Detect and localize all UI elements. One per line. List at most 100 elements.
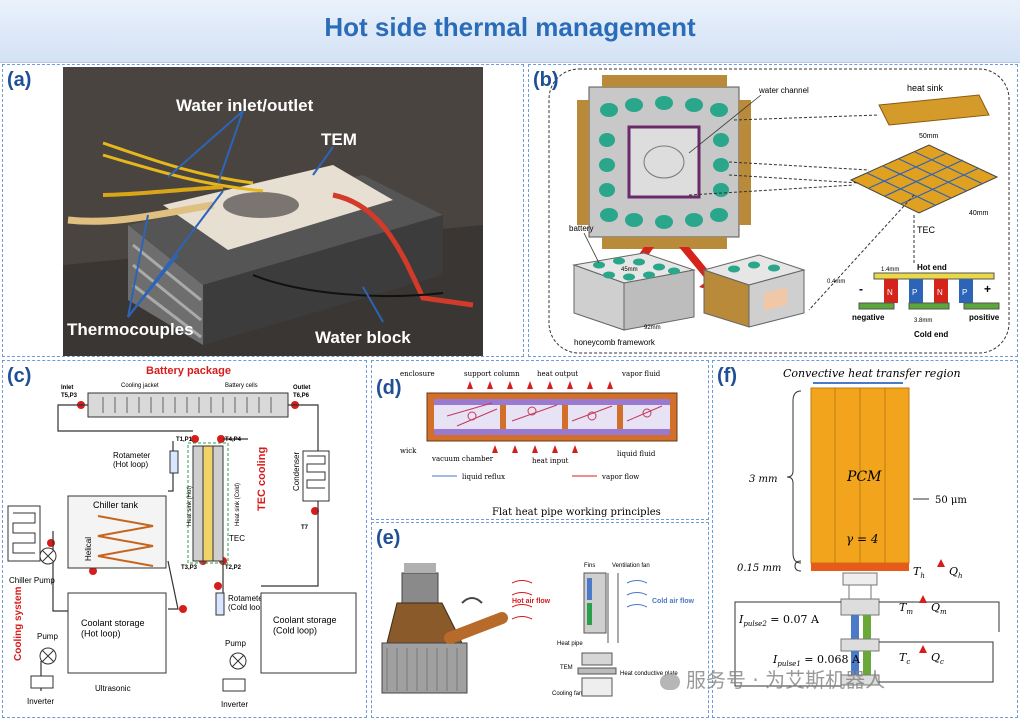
label-negative: negative: [852, 313, 885, 322]
label-cooling-fan: Cooling fan: [552, 691, 582, 697]
label-heat-pipe: Heat pipe: [557, 641, 583, 647]
label-region: Convective heat transfer region: [783, 367, 961, 380]
label-dim-3mm: 3 mm: [749, 474, 778, 485]
rotameter-hot: [169, 450, 179, 474]
device-top-block: [401, 572, 439, 604]
label-thermocouples: Thermocouples: [67, 320, 194, 339]
label-pcm: PCM: [846, 469, 882, 485]
label-t2p2: T2,P2: [225, 565, 242, 571]
heat-pipe-tube: [444, 612, 508, 644]
panel-a-photo: Water inlet/outlet TEM Thermocouples Wat…: [63, 67, 483, 356]
panel-d-label: (d): [376, 377, 402, 399]
label-honeycomb: honeycomb framework: [574, 338, 656, 347]
label-caption: Flat heat pipe working principles: [492, 507, 661, 518]
coolant-storage-hot: [67, 592, 167, 674]
label-water-channel: water channel: [758, 86, 809, 95]
label-hot-end: Hot end: [917, 263, 947, 272]
label-chiller-pump: Chiller Pump: [9, 576, 55, 585]
panel-a-label: (a): [7, 69, 32, 91]
coolant-storage-cold: [260, 592, 357, 674]
panel-e-diagram: Fins Ventilation fan Hot air flow Cold a…: [381, 563, 695, 697]
label-fins: Fins: [584, 563, 595, 569]
battery-cells-top: [599, 96, 729, 229]
label-coolant-hot: Coolant storage(Hot loop): [81, 618, 145, 638]
label-enclosure: enclosure: [400, 370, 435, 378]
label-pump1: Pump: [37, 632, 58, 641]
label-plus: +: [984, 282, 991, 296]
panel-e: Fins Ventilation fan Hot air flow Cold a…: [371, 522, 709, 718]
label-cooling-jacket: Cooling jacket: [121, 383, 159, 389]
panel-d-diagram: enclosure support column heat output vap…: [400, 370, 678, 518]
label-condenser: Condenser: [292, 452, 301, 491]
panel-d: enclosure support column heat output vap…: [371, 360, 709, 520]
label-rotameter-hot: Rotameter(Hot loop): [113, 451, 151, 469]
label-heat-sink-cold: Heat sink (Cold): [235, 483, 241, 526]
watermark-text: 服务号 · 为艾斯机器人: [686, 668, 886, 692]
panel-c-label: (c): [7, 365, 32, 387]
label-t3p3: T3,P3: [181, 565, 198, 571]
label-liquid-reflux: liquid reflux: [462, 473, 505, 481]
label-dim-04: 0.4mm: [827, 279, 845, 285]
label-tec-dim: 40mm: [969, 210, 989, 217]
label-tec-cooling: TEC cooling: [256, 447, 268, 511]
label-heat-output: heat output: [537, 370, 578, 378]
label-chiller-tank: Chiller tank: [93, 500, 139, 510]
label-coolant-cold: Coolant storage(Cold loop): [273, 615, 337, 635]
label-dim-50um: 50 μm: [935, 495, 967, 506]
panel-c-diagram: Battery package Cooling jacket Battery c…: [7, 365, 357, 709]
label-water-block: Water block: [315, 328, 411, 347]
label-support-column: support column: [464, 370, 520, 378]
label-th: Th: [913, 565, 925, 580]
label-heat-input: heat input: [532, 457, 569, 465]
label-ipulse2: Ipulse2 = 0.07 A: [738, 613, 820, 628]
page-title: Hot side thermal management: [324, 12, 696, 42]
label-inlet: Inlet: [61, 385, 73, 391]
title-banner: Hot side thermal management: [0, 0, 1020, 63]
heat-sink-shape: [878, 94, 990, 126]
label-tm: Tm: [899, 601, 913, 616]
label-tem-e: TEM: [560, 665, 573, 671]
label-t6p6: T6,P6: [293, 393, 310, 399]
label-helical: Helical: [84, 537, 93, 561]
panel-f-diagram: Convective heat transfer region 3 mm PCM…: [734, 367, 1000, 687]
label-water-inlet: Water inlet/outlet: [176, 96, 314, 115]
tec-grid: [849, 144, 999, 214]
label-inverter2: Inverter: [221, 700, 248, 709]
label-heat-sink-hot: Heat sink (Hot): [187, 486, 193, 526]
label-cold-end: Cold end: [914, 330, 948, 339]
label-battery-cells: Battery cells: [225, 383, 258, 389]
watermark: 服务号 · 为艾斯机器人: [660, 664, 885, 693]
label-vapor-fluid: vapor fluid: [621, 370, 661, 378]
wechat-icon: [660, 673, 680, 690]
label-heat-plate: Heat conductive plate: [620, 671, 678, 677]
label-ipulse1: Ipulse1 = 0.068 A: [772, 653, 861, 668]
panel-b-diagram: heat sink 50mm TEC 40mm water channel 45…: [548, 68, 1010, 354]
battery-package-box: [87, 392, 289, 418]
label-pump2: Pump: [225, 639, 246, 648]
panel-f-label: (f): [717, 365, 737, 387]
panel-b-label: (b): [533, 69, 559, 91]
label-qc: Qc: [931, 651, 944, 666]
panel-f: Convective heat transfer region 3 mm PCM…: [712, 360, 1018, 718]
label-ventilation-fan: Ventilation fan: [612, 563, 650, 569]
label-tec: TEC: [917, 225, 936, 235]
label-p2: P: [962, 288, 967, 297]
label-qh: Qh: [949, 565, 963, 580]
label-t7: T7: [301, 525, 309, 531]
label-battery-dim: 45mm: [621, 267, 638, 273]
label-heat-sink-dim: 50mm: [919, 133, 939, 140]
label-liquid-fluid: liquid fluid: [617, 450, 656, 458]
label-battery-package: Battery package: [146, 365, 231, 377]
label-cold-air-flow: Cold air flow: [652, 598, 695, 605]
panel-e-label: (e): [376, 527, 401, 549]
label-battery: battery: [569, 224, 593, 233]
panel-b: heat sink 50mm TEC 40mm water channel 45…: [528, 64, 1018, 357]
label-positive: positive: [969, 313, 1000, 322]
label-rotameter-cold: Rotameter(Cold loop): [228, 594, 267, 612]
label-hot-air-flow: Hot air flow: [512, 598, 551, 605]
label-inverter1: Inverter: [27, 697, 54, 706]
label-vapor-flow: vapor flow: [601, 473, 639, 481]
label-tec-c: TEC: [229, 534, 245, 543]
label-minus: -: [859, 282, 863, 296]
label-dim-38: 3.8mm: [914, 318, 932, 324]
